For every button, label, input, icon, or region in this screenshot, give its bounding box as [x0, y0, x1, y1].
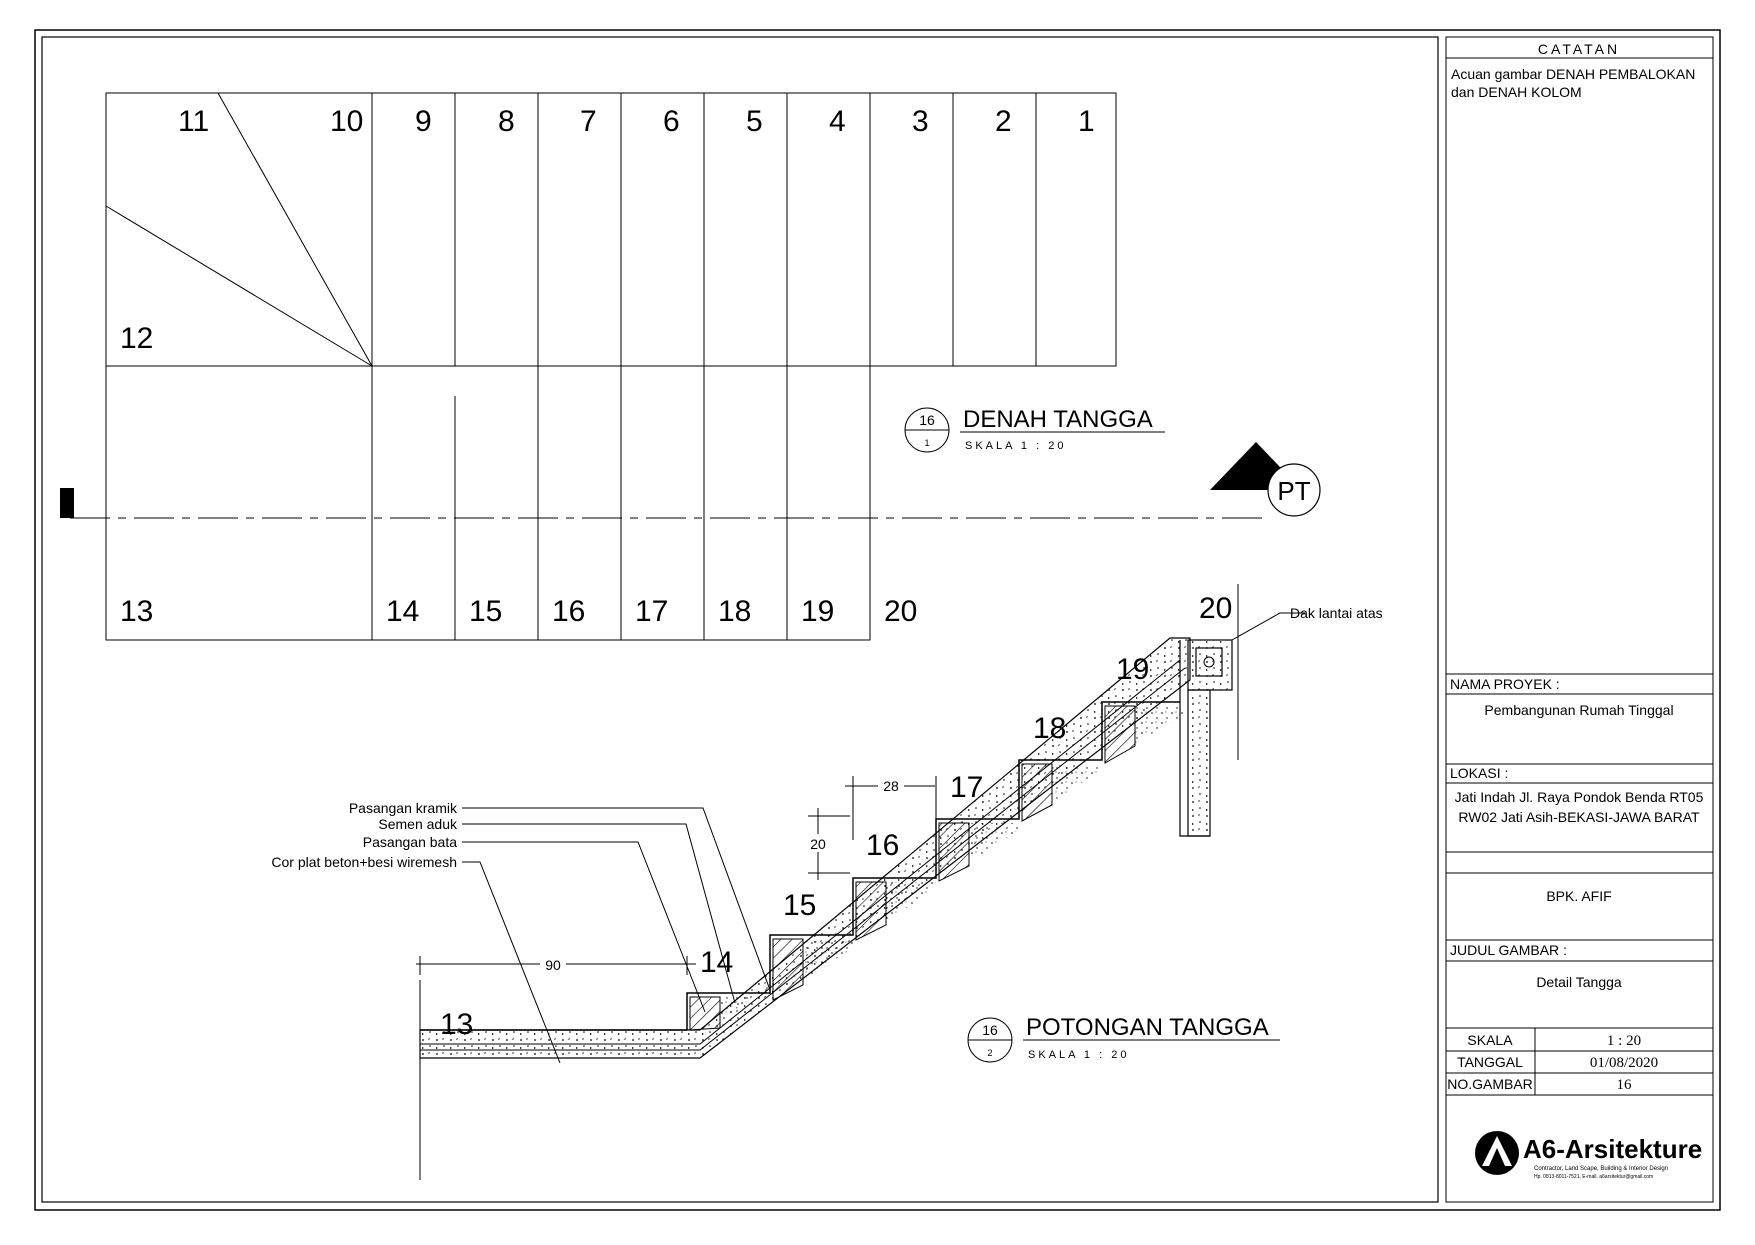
date-value: 01/08/2020	[1590, 1055, 1658, 1071]
section-scale: SKALA 1 : 20	[1028, 1049, 1129, 1061]
drawing-title-value: Detail Tangga	[1536, 974, 1622, 990]
label-keramik: Pasangan kramik	[349, 800, 458, 816]
plan-caption: 16 1 DENAH TANGGA SKALA 1 : 20	[904, 406, 1165, 453]
plan-step-label: 19	[801, 595, 834, 628]
brand-contact: Hp. 0813-8011-7521, E-mail. a6arsitektur…	[1534, 1174, 1653, 1180]
location-line2: RW02 Jati Asih-BEKASI-JAWA BARAT	[1458, 809, 1700, 825]
section-step-label: 17	[950, 771, 983, 804]
notes-line2: dan DENAH KOLOM	[1451, 84, 1582, 100]
brand-logo	[1475, 1131, 1519, 1175]
plan-step-label: 12	[120, 322, 153, 355]
section-step-label: 13	[440, 1008, 473, 1041]
section-step-label: 14	[700, 946, 733, 979]
plan-step-label: 6	[663, 105, 680, 138]
section-marker: PT	[1210, 442, 1321, 517]
drawing-title-label: JUDUL GAMBAR :	[1450, 942, 1567, 958]
owner: BPK. AFIF	[1546, 888, 1611, 904]
outer-border	[34, 29, 1721, 1211]
location-label: LOKASI :	[1450, 765, 1508, 781]
plan-step-label: 2	[995, 105, 1012, 138]
label-cor: Cor plat beton+besi wiremesh	[271, 854, 457, 870]
section-step-numbers: 13 14 15 16 17 18 19 20	[440, 592, 1232, 1041]
dim-landing-bg	[540, 955, 566, 973]
section-title: POTONGAN TANGGA	[1026, 1014, 1269, 1041]
dim-landing: 90	[545, 957, 561, 973]
section-step-label: 20	[1199, 592, 1232, 625]
plan-callout-sub: 1	[924, 438, 929, 448]
scale-label: SKALA	[1467, 1032, 1513, 1048]
location-line1: Jati Indah Jl. Raya Pondok Benda RT05	[1455, 789, 1704, 805]
section-caption: 16 2 POTONGAN TANGGA SKALA 1 : 20	[967, 1014, 1280, 1063]
plan-step-label: 1	[1078, 105, 1095, 138]
dim-tread: 28	[883, 778, 899, 794]
plan-step-label: 11	[178, 105, 209, 138]
plan-step-label: 16	[552, 595, 585, 628]
section-step-label: 16	[866, 829, 899, 862]
scale-value: 1 : 20	[1607, 1033, 1641, 1049]
plan-step-label: 18	[718, 595, 751, 628]
plan-step-label: 13	[120, 595, 153, 628]
stair-section	[419, 584, 1239, 1180]
section-leaders	[462, 612, 1305, 1064]
plan-title: DENAH TANGGA	[963, 406, 1153, 433]
plan-step-label: 10	[330, 105, 363, 138]
plan-step-label: 9	[415, 105, 432, 138]
plan-step-label: 14	[386, 595, 419, 628]
plan-step-numbers: 11 10 9 8 7 6 5 4 3 2 1 12 13 14 15 16 1…	[120, 105, 1095, 628]
plan-step-label: 5	[746, 105, 763, 138]
section-marker-label: PT	[1277, 476, 1310, 506]
dim-riser-bg	[805, 834, 831, 852]
section-callout-sub: 2	[987, 1048, 992, 1058]
date-label: TANGGAL	[1457, 1054, 1523, 1070]
plan-step-label: 8	[498, 105, 515, 138]
number-label: NO.GAMBAR	[1447, 1076, 1533, 1092]
drawing-frame	[41, 36, 1439, 1203]
section-dimensions	[416, 776, 937, 975]
notes-line1: Acuan gambar DENAH PEMBALOKAN	[1451, 66, 1695, 82]
plan-step-label: 7	[580, 105, 597, 138]
section-step-label: 19	[1116, 653, 1149, 686]
label-bata: Pasangan bata	[363, 834, 457, 850]
title-block	[1445, 36, 1714, 1203]
label-dak: Dak lantai atas	[1290, 605, 1383, 621]
plan-step-label: 20	[884, 595, 917, 628]
section-callout-number: 16	[982, 1022, 998, 1038]
plan-step-label: 17	[635, 595, 668, 628]
section-step-label: 18	[1033, 712, 1066, 745]
dim-tread-bg	[878, 776, 904, 794]
section-step-label: 15	[783, 889, 816, 922]
project-value: Pembangunan Rumah Tinggal	[1484, 702, 1673, 718]
notes-header: CATATAN	[1538, 41, 1620, 57]
plan-step-label: 4	[829, 105, 846, 138]
plan-step-label: 15	[469, 595, 502, 628]
project-label: NAMA PROYEK :	[1450, 676, 1560, 692]
stair-plan	[70, 92, 1270, 641]
label-semen: Semen aduk	[378, 816, 458, 832]
plan-callout-number: 16	[919, 412, 935, 428]
brand-name: A6-Arsitekture	[1523, 1134, 1702, 1164]
plan-step-label: 3	[912, 105, 929, 138]
number-value: 16	[1617, 1077, 1633, 1093]
section-cut-marker-left	[60, 488, 74, 518]
plan-scale: SKALA 1 : 20	[965, 440, 1066, 452]
brand-subtitle: Contractor, Land Scape, Building & Inter…	[1534, 1166, 1668, 1172]
dim-riser: 20	[810, 836, 826, 852]
